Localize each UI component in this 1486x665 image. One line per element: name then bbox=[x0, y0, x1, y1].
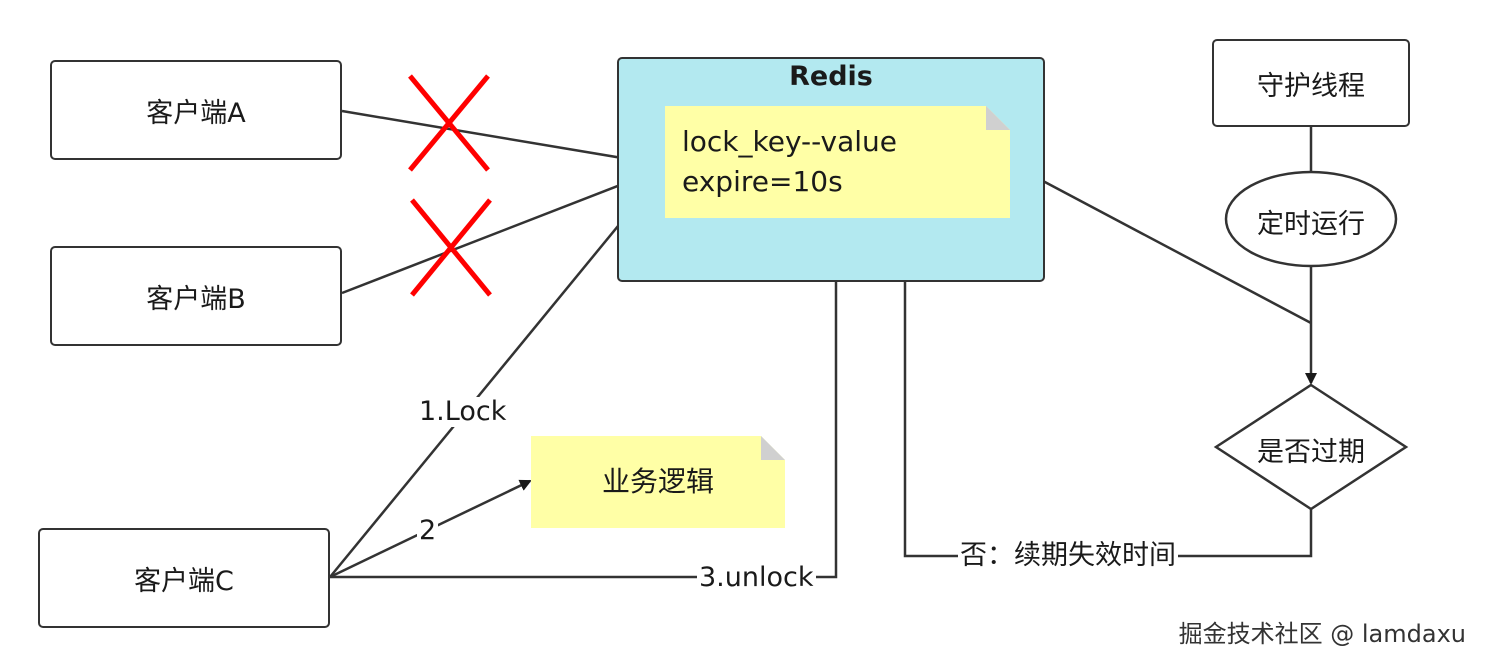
unlock-edge-label: 3.unlock bbox=[697, 562, 816, 593]
daemon-thread-label: 守护线程 bbox=[1257, 70, 1365, 102]
edge-unlock bbox=[330, 220, 842, 579]
lock-key-note bbox=[665, 106, 1010, 218]
step2-edge-label: 2 bbox=[417, 515, 439, 546]
edge-client-a bbox=[341, 109, 666, 170]
lock-edge-label: 1.Lock bbox=[417, 396, 509, 427]
client-a-label: 客户端A bbox=[146, 97, 246, 129]
watermark: 掘金技术社区 @ lamdaxu bbox=[1178, 620, 1466, 648]
client-b-box: 客户端B bbox=[50, 246, 342, 346]
redis-title: Redis bbox=[789, 61, 873, 92]
client-a-box: 客户端A bbox=[50, 60, 342, 160]
daemon-thread-box: 守护线程 bbox=[1212, 39, 1410, 127]
edge-check bbox=[1008, 161, 1312, 325]
client-c-label: 客户端C bbox=[134, 565, 234, 597]
client-c-box: 客户端C bbox=[38, 528, 330, 628]
decision-diamond bbox=[1213, 383, 1409, 511]
edge-lock bbox=[329, 168, 666, 578]
business-note-label: 业务逻辑 bbox=[601, 465, 714, 498]
cross-icon-b bbox=[410, 198, 492, 297]
client-b-label: 客户端B bbox=[146, 283, 246, 315]
renew-edge-label: 否：续期失效时间 bbox=[958, 540, 1178, 571]
cross-icon-a bbox=[408, 74, 490, 172]
decision-label: 是否过期 bbox=[1257, 437, 1365, 468]
timer-label: 定时运行 bbox=[1257, 209, 1365, 240]
lock-key-line: lock_key--value bbox=[682, 125, 897, 158]
edge-client-b bbox=[341, 166, 666, 295]
business-note bbox=[531, 436, 785, 528]
timer-ellipse bbox=[1224, 170, 1398, 268]
expire-line: expire=10s bbox=[682, 165, 843, 198]
